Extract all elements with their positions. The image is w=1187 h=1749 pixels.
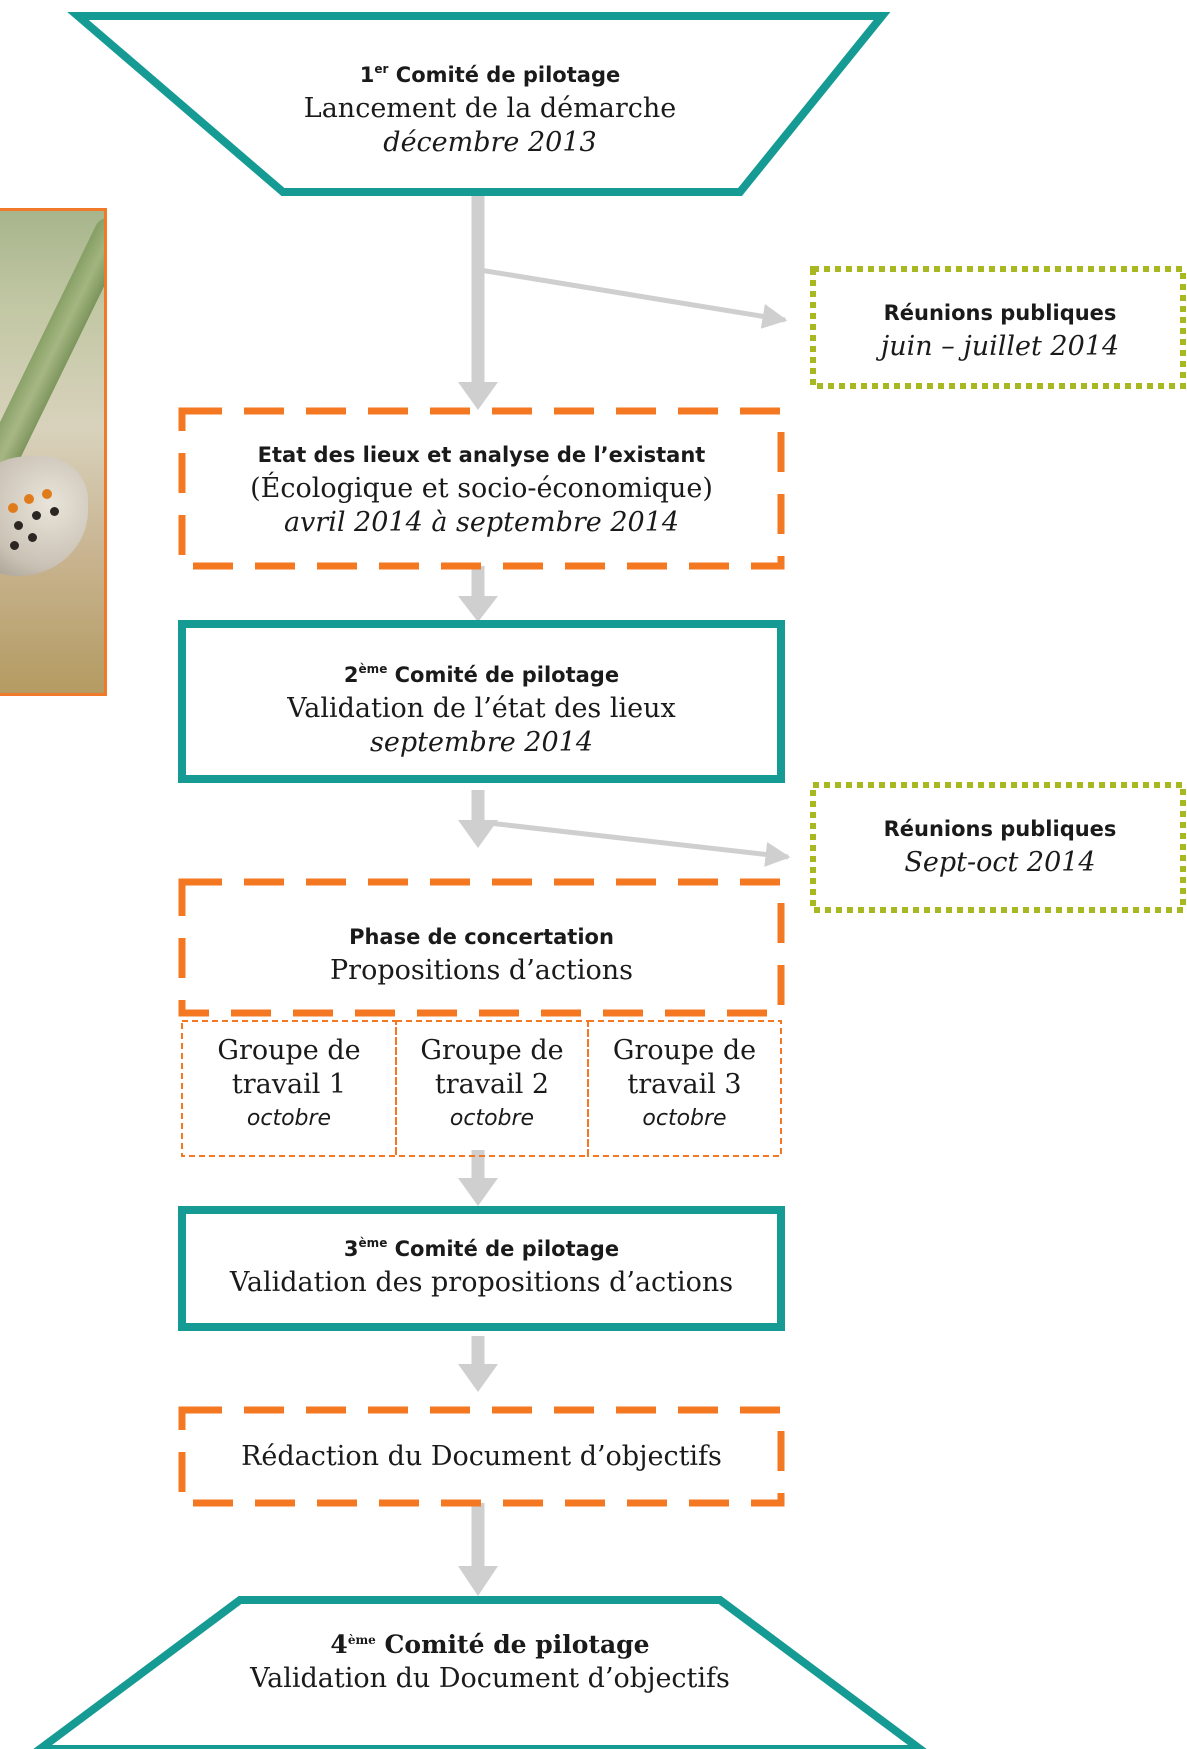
group-line: Groupe de [420, 1035, 564, 1066]
step2-title: Comité de pilotage [394, 663, 620, 687]
group-line: travail 1 [231, 1069, 347, 1100]
step2-shape [178, 620, 785, 783]
etat-shape [178, 407, 785, 570]
group-line: Groupe de [217, 1035, 361, 1066]
arrow-head [458, 596, 498, 622]
wing-spot [14, 521, 23, 530]
wing-spot [8, 503, 18, 513]
group-date: octobre [642, 1106, 727, 1131]
group-2: Groupe de travail 2 octobre [396, 1034, 588, 1136]
step4-heading: 4ème Comité de pilotage [200, 1628, 780, 1662]
ordinal-suffix: ème [347, 1633, 376, 1647]
group-1: Groupe de travail 1 octobre [182, 1034, 396, 1136]
concertation-shape [178, 878, 785, 1017]
step3-line: Validation des propositions d’actions [229, 1267, 734, 1298]
concertation-text: Phase de concertation Propositions d’act… [185, 920, 778, 988]
step1-text: 1er Comité de pilotage Lancement de la d… [260, 58, 720, 160]
concertation-title: Phase de concertation [349, 925, 614, 949]
step2-text: 2ème Comité de pilotage Validation de l’… [185, 658, 778, 760]
etat-title: Etat des lieux et analyse de l’existant [257, 443, 706, 467]
ordinal: 1 [359, 63, 375, 87]
ordinal-suffix: ème [358, 1236, 388, 1250]
redaction-shape [178, 1406, 785, 1507]
step4-text: 4ème Comité de pilotage Validation du Do… [200, 1628, 780, 1696]
group-date: octobre [449, 1106, 535, 1131]
public1-title: Réunions publiques [883, 301, 1117, 325]
step2-line: Validation de l’état des lieux [287, 693, 676, 724]
arrow-head [458, 382, 498, 410]
group-line: travail 3 [627, 1069, 742, 1100]
wing-spot [28, 533, 37, 542]
wing-spot [10, 541, 19, 550]
ordinal-suffix: ème [358, 662, 388, 676]
wing-spot [24, 494, 34, 504]
public2-text: Réunions publiques Sept-oct 2014 [820, 812, 1180, 880]
step1-heading: 1er Comité de pilotage [260, 58, 720, 92]
connector-arrows [458, 196, 791, 1596]
ordinal: 2 [343, 663, 359, 687]
step4-title: Comité de pilotage [384, 1630, 650, 1659]
step3-shape [178, 1206, 785, 1331]
ordinal: 4 [330, 1630, 348, 1659]
step1-line: Lancement de la démarche [303, 93, 677, 124]
step4-line: Validation du Document d’objectifs [250, 1663, 730, 1694]
group-date: octobre [246, 1106, 332, 1131]
arrow-head [458, 1364, 498, 1392]
group-line: Groupe de [612, 1035, 757, 1066]
butterfly-photo [0, 208, 107, 696]
group3-shape [587, 1020, 782, 1157]
public2-shape [810, 782, 1186, 913]
public2-title: Réunions publiques [883, 817, 1117, 841]
group2-shape [395, 1020, 589, 1157]
group1-shape [181, 1020, 397, 1157]
arrow-head [458, 1566, 498, 1596]
redaction-text: Rédaction du Document d’objectifs [185, 1440, 778, 1474]
group-3: Groupe de travail 3 octobre [588, 1034, 781, 1136]
step1-shape [67, 12, 891, 196]
step1-title: Comité de pilotage [395, 63, 621, 87]
concertation-line: Propositions d’actions [330, 955, 633, 986]
public2-date: Sept-oct 2014 [904, 847, 1096, 878]
wing-spot [50, 507, 59, 516]
step2-date: septembre 2014 [369, 727, 593, 758]
wing-spot [42, 489, 52, 499]
step3-heading: 3ème Comité de pilotage [185, 1232, 778, 1266]
arrow-head [458, 1178, 498, 1206]
ordinal-suffix: er [374, 62, 389, 76]
public1-text: Réunions publiques juin – juillet 2014 [820, 296, 1180, 364]
redaction-line: Rédaction du Document d’objectifs [241, 1441, 722, 1472]
arrow-to-public-2 [479, 819, 791, 867]
step4-shape [33, 1596, 927, 1749]
step2-heading: 2ème Comité de pilotage [185, 658, 778, 692]
step3-title: Comité de pilotage [394, 1237, 620, 1261]
ordinal: 3 [343, 1237, 359, 1261]
group-line: travail 2 [434, 1069, 550, 1100]
step1-date: décembre 2013 [383, 127, 597, 158]
arrow-to-public-1 [479, 267, 788, 329]
etat-text: Etat des lieux et analyse de l’existant … [185, 438, 778, 540]
step3-text: 3ème Comité de pilotage Validation des p… [185, 1232, 778, 1300]
etat-line: (Écologique et socio-économique) [250, 473, 713, 504]
arrow-head [458, 820, 498, 848]
public1-shape [810, 266, 1186, 389]
public1-date: juin – juillet 2014 [880, 331, 1120, 362]
etat-date: avril 2014 à septembre 2014 [283, 507, 680, 538]
wing-spot [32, 511, 41, 520]
